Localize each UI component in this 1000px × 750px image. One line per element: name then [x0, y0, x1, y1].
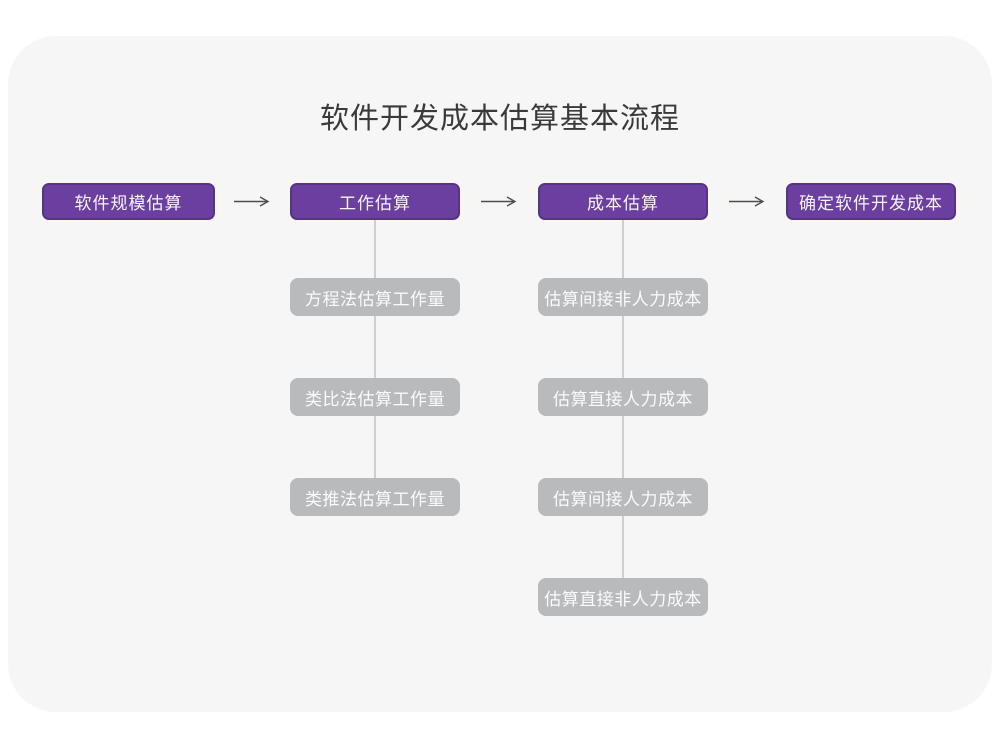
substep-equation-method-workload: 方程法估算工作量 — [290, 278, 460, 316]
stage-cost-estimation: 成本估算 — [538, 183, 708, 220]
stage-determine-development-cost: 确定软件开发成本 — [786, 183, 956, 220]
substep-indirect-labor-cost: 估算间接人力成本 — [538, 478, 708, 516]
right-arrow-icon — [234, 196, 270, 207]
connector-line-work-estimation — [374, 219, 376, 481]
substep-direct-nonlabor-cost: 估算直接非人力成本 — [538, 578, 708, 616]
substep-direct-labor-cost: 估算直接人力成本 — [538, 378, 708, 416]
right-arrow-icon — [729, 196, 765, 207]
right-arrow-icon — [481, 196, 517, 207]
stage-work-estimation: 工作估算 — [290, 183, 460, 220]
substep-indirect-nonlabor-cost: 估算间接非人力成本 — [538, 278, 708, 316]
substep-extrapolation-method-workload: 类推法估算工作量 — [290, 478, 460, 516]
substep-analogy-method-workload: 类比法估算工作量 — [290, 378, 460, 416]
diagram-title: 软件开发成本估算基本流程 — [319, 103, 680, 135]
diagram-card — [8, 36, 992, 712]
stage-software-scale-estimation: 软件规模估算 — [42, 183, 215, 220]
